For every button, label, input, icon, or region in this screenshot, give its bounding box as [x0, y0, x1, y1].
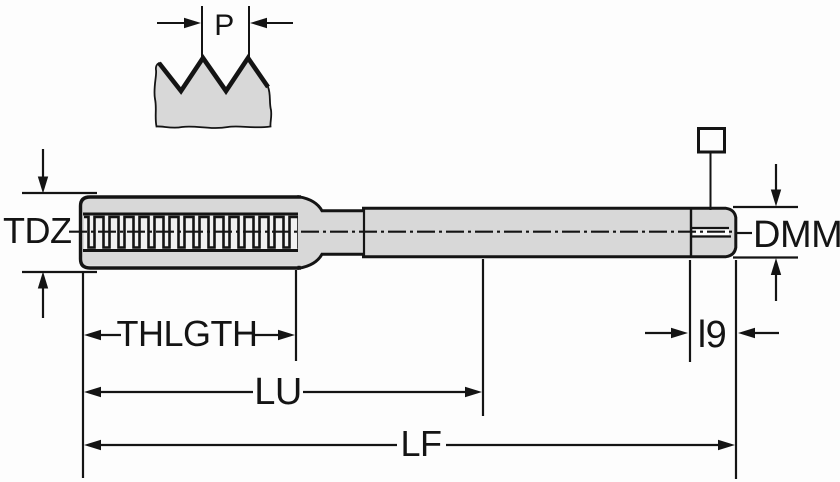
lu-dimension-line	[84, 386, 482, 398]
square-drive-symbol	[697, 127, 726, 210]
label-shank-diameter: DMM	[753, 214, 840, 256]
dimension-lines	[22, 149, 798, 479]
thread-profile-shape	[153, 56, 273, 129]
label-square-length: l9	[698, 314, 727, 356]
dmm-arrow-top	[770, 164, 782, 207]
thread-profile-crest-outline	[157, 53, 270, 96]
l9-dimension-line	[645, 327, 779, 339]
tdz-arrow-bottom	[37, 271, 49, 318]
thlgth-dimension-line	[84, 329, 295, 341]
dmm-arrow-bottom	[770, 258, 782, 301]
lf-dimension-line	[84, 439, 735, 451]
square-symbol-icon	[697, 127, 726, 154]
pitch-arrow-left	[157, 17, 201, 29]
label-usable-length: LU	[254, 371, 302, 413]
label-thread-length: THLGTH	[117, 313, 258, 354]
label-thread-diameter: TDZ	[3, 210, 71, 251]
label-overall-length: LF	[400, 423, 441, 464]
pitch-arrow-right	[250, 17, 293, 29]
tdz-arrow-top	[37, 149, 49, 194]
label-pitch: P	[214, 9, 234, 42]
tap-body	[69, 195, 752, 270]
pitch-detail	[153, 6, 293, 129]
